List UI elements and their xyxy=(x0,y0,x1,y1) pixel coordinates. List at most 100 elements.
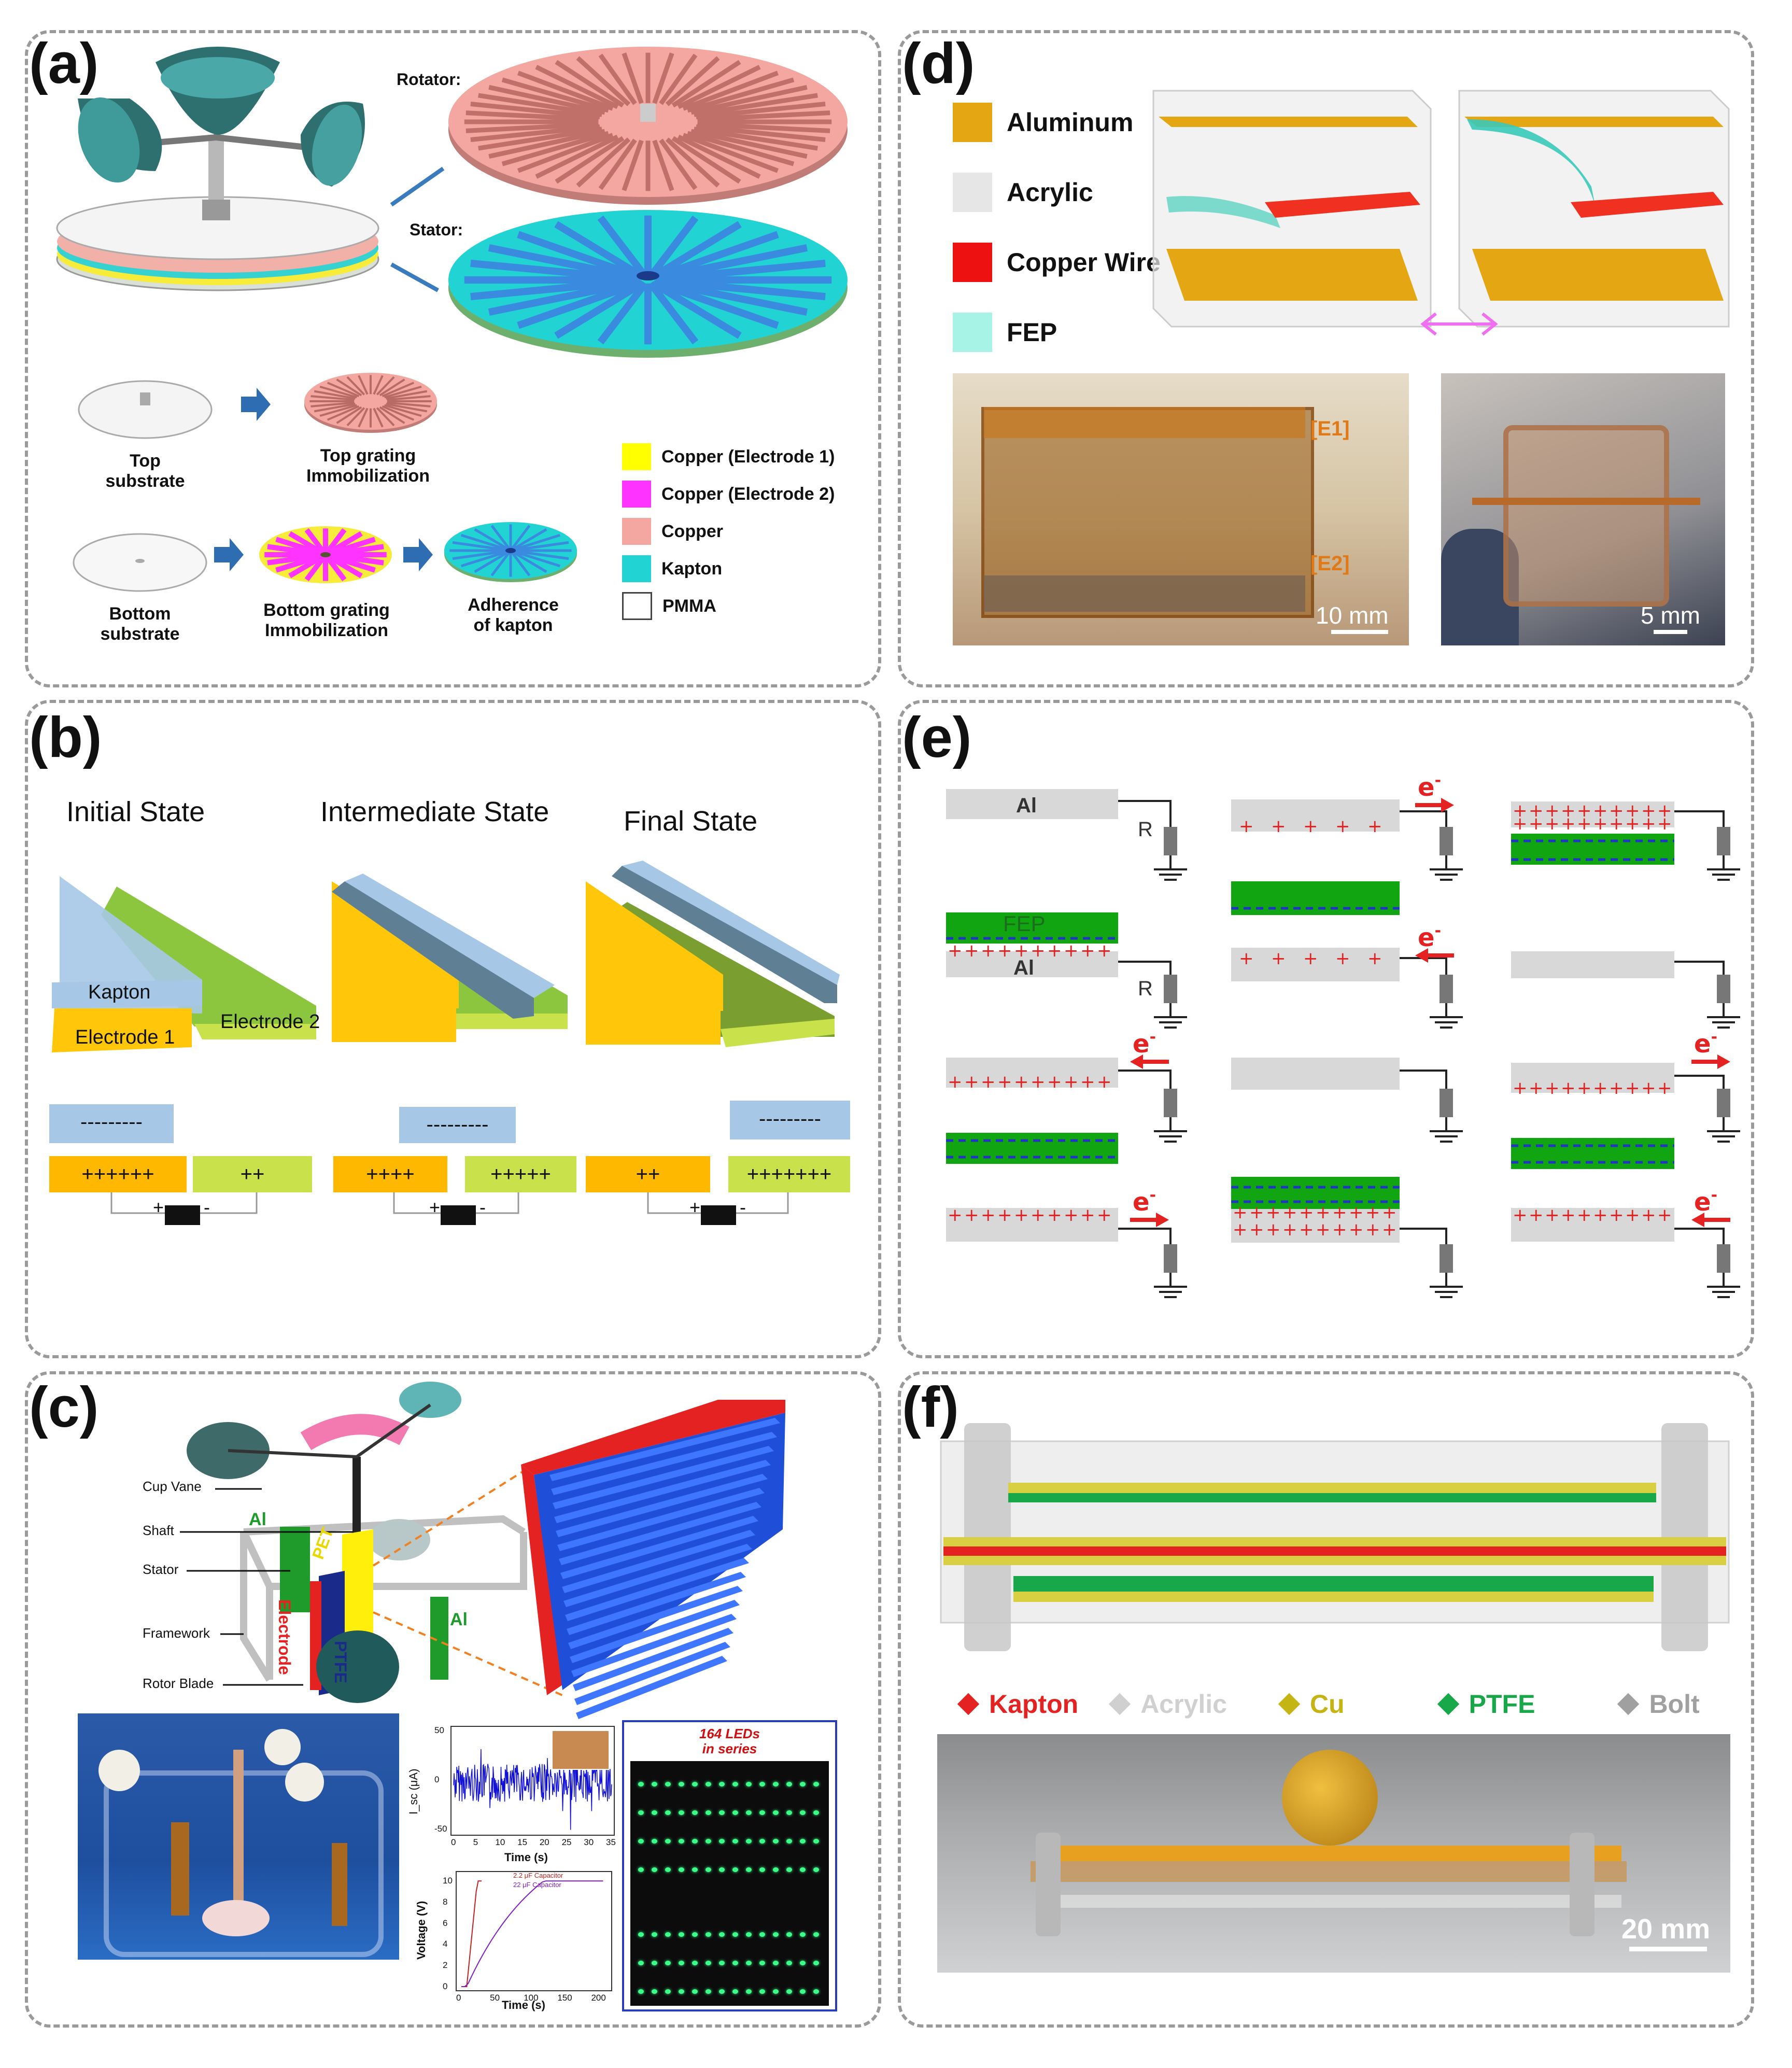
comb-bar xyxy=(570,1600,740,1663)
isc-xlabel: Time (s) xyxy=(504,1851,548,1864)
grating-spoke xyxy=(346,376,365,396)
positive-charge: + xyxy=(1332,1202,1347,1223)
al-label-1: Al xyxy=(1016,794,1037,817)
led-dot xyxy=(652,1782,657,1786)
al-label-left: Al xyxy=(249,1510,266,1529)
grating-spoke xyxy=(474,551,510,573)
callout-rotor-blade: Rotor Blade xyxy=(143,1676,214,1691)
blade-strip xyxy=(332,1843,347,1926)
panel-f xyxy=(898,1371,1754,2028)
callout-shaft: Shaft xyxy=(143,1523,174,1538)
grating-spoke xyxy=(319,385,357,399)
legend-item: Copper (Electrode 1) xyxy=(622,438,835,475)
grating-spoke xyxy=(327,405,360,421)
al-label-2: Al xyxy=(1013,956,1034,979)
panel-a xyxy=(25,30,881,687)
legend-item: PMMA xyxy=(622,587,835,625)
positive-charge: + xyxy=(1625,1205,1640,1226)
plate xyxy=(1231,799,1400,832)
positive-charge: + xyxy=(1064,1205,1079,1226)
grating-spoke xyxy=(696,124,826,143)
plate xyxy=(946,1133,1118,1164)
stator-label: Stator: xyxy=(410,220,463,239)
positive-charge: + xyxy=(1349,1219,1364,1240)
positive-charge: + xyxy=(1641,1078,1656,1099)
led-dot xyxy=(813,1961,819,1965)
led-dot xyxy=(800,1932,806,1937)
positive-charge: + xyxy=(1014,1205,1029,1226)
left-bolt xyxy=(1036,1833,1061,1936)
positive-charge: + xyxy=(1561,813,1576,834)
grating-spoke xyxy=(488,278,640,316)
grating-spoke xyxy=(682,71,779,111)
led-dot xyxy=(773,1839,779,1844)
acrylic-cylinder xyxy=(104,1770,384,1957)
panel-d-legend: Aluminum Acrylic Copper Wire FEP xyxy=(953,87,1161,367)
grating-spoke xyxy=(470,259,639,283)
ptfe-cube-icon xyxy=(1437,1693,1459,1715)
positive-charge: + xyxy=(1513,1205,1528,1226)
legend-label: FEP xyxy=(1007,317,1057,347)
double-arrow-icon xyxy=(1420,312,1498,336)
legend-label: Copper Wire xyxy=(1007,247,1161,277)
legend-item: Kapton xyxy=(622,550,835,587)
panel-c xyxy=(25,1371,881,2028)
grating-spoke xyxy=(452,550,508,560)
grating-spoke xyxy=(384,385,422,399)
center-wire xyxy=(1472,498,1700,505)
led-dot xyxy=(705,1782,711,1786)
led-dot xyxy=(638,1782,644,1786)
positive-charge: + xyxy=(1593,800,1608,821)
led-dot xyxy=(800,1839,806,1844)
led-dot xyxy=(692,1782,698,1786)
led-dot xyxy=(813,1810,819,1815)
charge-transfer-diagram: +++++e-+++++++++++++++++++++++++++++++++… xyxy=(946,771,1740,1298)
grating-spoke xyxy=(336,378,362,397)
positive-charge: + xyxy=(1365,1202,1380,1223)
positive-charge: + xyxy=(1545,813,1560,834)
charge-e1-final: ++ xyxy=(636,1163,660,1186)
voltage-ytick: 10 xyxy=(443,1876,453,1886)
led-dot xyxy=(759,1961,765,1965)
panel-f-label: (f) xyxy=(902,1375,959,1439)
led-dot xyxy=(679,1810,684,1815)
led-dot xyxy=(638,1961,644,1965)
swatch-acrylic xyxy=(953,172,992,212)
led-dot xyxy=(679,1989,684,1994)
led-dot xyxy=(692,1867,698,1872)
positive-charge: + xyxy=(1625,1078,1640,1099)
positive-charge: + xyxy=(997,1072,1012,1092)
isc-xtick: 10 xyxy=(495,1837,505,1847)
led-dot xyxy=(692,1932,698,1937)
led-dot xyxy=(732,1810,738,1815)
isc-ytick: 0 xyxy=(434,1775,440,1784)
led-dot xyxy=(813,1989,819,1994)
arrow-right-icon xyxy=(1691,1054,1730,1069)
harvester-shaft xyxy=(233,1750,244,1921)
led-dot xyxy=(719,1932,725,1937)
grating-spoke xyxy=(314,390,356,400)
charge-kapton-initial: --------- xyxy=(80,1110,143,1133)
led-dot xyxy=(638,1932,644,1937)
grating-spoke xyxy=(346,407,365,427)
grating-spoke xyxy=(671,136,741,184)
panel-b xyxy=(25,700,881,1358)
grating-spoke xyxy=(326,553,363,579)
positive-charge: + xyxy=(1545,1205,1560,1226)
resistor xyxy=(1717,975,1730,1003)
positive-charge: + xyxy=(948,940,963,961)
step-adherence: Adherence of kapton xyxy=(468,595,559,636)
led-panel: 164 LEDs in series xyxy=(622,1720,837,2011)
positive-charge: + xyxy=(1299,1202,1314,1223)
positive-charge: + xyxy=(1529,1078,1544,1099)
positive-charge: + xyxy=(981,940,996,961)
positive-charge: + xyxy=(1031,1072,1046,1092)
grating-spoke xyxy=(376,376,395,396)
cup-back xyxy=(285,1763,324,1802)
legend-label: PTFE xyxy=(1469,1690,1535,1719)
legend-item: Acrylic xyxy=(953,157,1161,227)
square-device xyxy=(1503,425,1669,607)
plate xyxy=(1511,951,1674,978)
led-dot xyxy=(719,1989,725,1994)
isc-xtick: 20 xyxy=(539,1837,549,1847)
